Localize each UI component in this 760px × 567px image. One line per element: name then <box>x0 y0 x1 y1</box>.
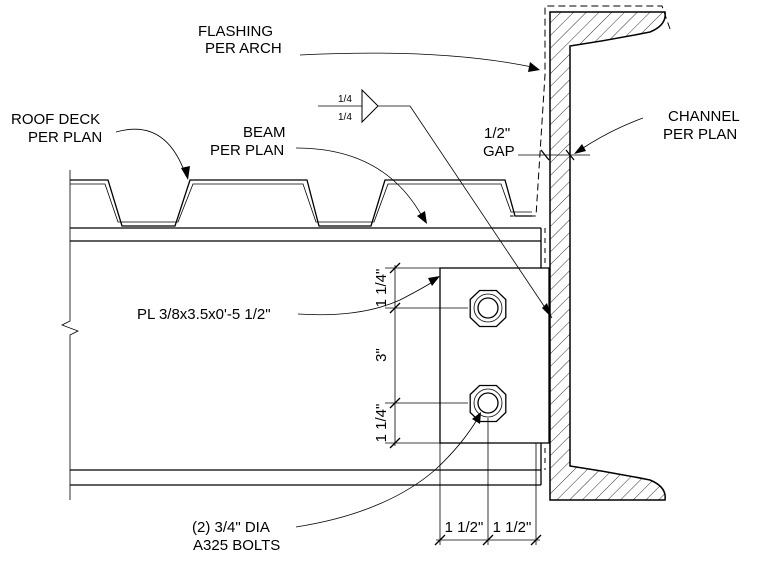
channel-section <box>549 11 666 501</box>
break-line <box>61 170 79 500</box>
dim-vertical-top: 1 1/4" <box>373 269 390 308</box>
weld-size-bottom: 1/4 <box>338 112 352 123</box>
horizontal-dimension <box>434 418 542 546</box>
leaders <box>115 52 644 528</box>
dim-horizontal-left: 1 1/2" <box>445 519 484 536</box>
bolt-bottom <box>469 384 507 423</box>
gap-label-line2: GAP <box>483 143 515 160</box>
roof-deck-label-line1: ROOF DECK <box>11 111 100 128</box>
gap-dimension <box>518 149 590 161</box>
roof-deck <box>70 179 532 227</box>
beam-label-line1: BEAM <box>243 124 286 141</box>
dim-vertical-bottom: 1 1/4" <box>373 404 390 443</box>
bolts-label-line2: A325 BOLTS <box>193 537 280 554</box>
plate-label: PL 3/8x3.5x0'-5 1/2" <box>137 306 271 323</box>
weld-symbol <box>318 88 553 319</box>
weld-size-top: 1/4 <box>338 94 352 105</box>
channel-label-line1: CHANNEL <box>668 108 740 125</box>
vertical-dimension <box>385 262 468 449</box>
gap-label-line1: 1/2" <box>484 125 510 142</box>
bolt-top <box>469 289 507 328</box>
dim-vertical-mid: 3" <box>373 348 390 362</box>
shear-plate <box>439 267 550 444</box>
channel-label-line2: PER PLAN <box>663 126 737 143</box>
dim-horizontal-right: 1 1/2" <box>493 519 532 536</box>
flashing-label-line1: FLASHING <box>198 23 273 40</box>
flashing-label-line2: PER ARCH <box>205 40 282 57</box>
bolts-label-line1: (2) 3/4" DIA <box>192 519 270 536</box>
roof-deck-label-line2: PER PLAN <box>28 129 102 146</box>
beam-label-line2: PER PLAN <box>210 142 284 159</box>
